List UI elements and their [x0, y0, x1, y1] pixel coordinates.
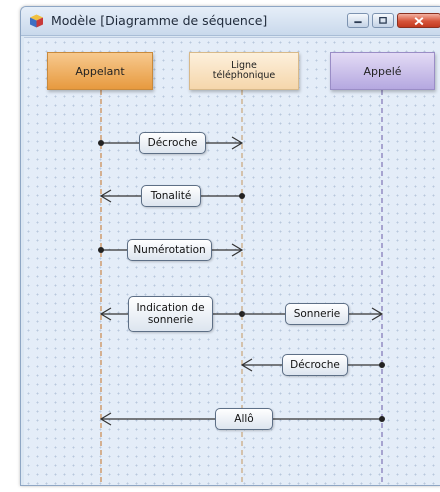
minimize-icon	[354, 21, 362, 24]
diagram-window: Modèle [Diagramme de séquence]	[20, 6, 440, 486]
message-label[interactable]: Indication de sonnerie	[128, 296, 213, 332]
lifeline-label: Ligne téléphonique	[212, 60, 276, 81]
lifeline-ligne-telephonique[interactable]: Ligne téléphonique	[189, 52, 299, 90]
message-label[interactable]: Numérotation	[127, 239, 212, 261]
lifeline-appelant[interactable]: Appelant	[47, 52, 153, 90]
title-bar[interactable]: Modèle [Diagramme de séquence]	[21, 7, 440, 36]
minimize-button[interactable]	[347, 13, 369, 28]
lifeline-appele[interactable]: Appelé	[330, 52, 435, 90]
message-label[interactable]: Tonalité	[141, 185, 201, 207]
maximize-icon	[379, 17, 387, 24]
maximize-button[interactable]	[372, 13, 394, 28]
message-label[interactable]: Décroche	[139, 132, 206, 154]
message-label[interactable]: Allô	[215, 408, 273, 430]
window-title: Modèle [Diagramme de séquence]	[51, 13, 268, 28]
message-label[interactable]: Décroche	[282, 354, 348, 376]
cube-icon	[30, 14, 43, 28]
message-label[interactable]: Sonnerie	[285, 303, 349, 325]
diagram-canvas[interactable]: Appelant Ligne téléphonique Appelé Décro…	[24, 37, 440, 485]
close-button[interactable]	[397, 13, 440, 28]
close-icon	[414, 17, 424, 26]
